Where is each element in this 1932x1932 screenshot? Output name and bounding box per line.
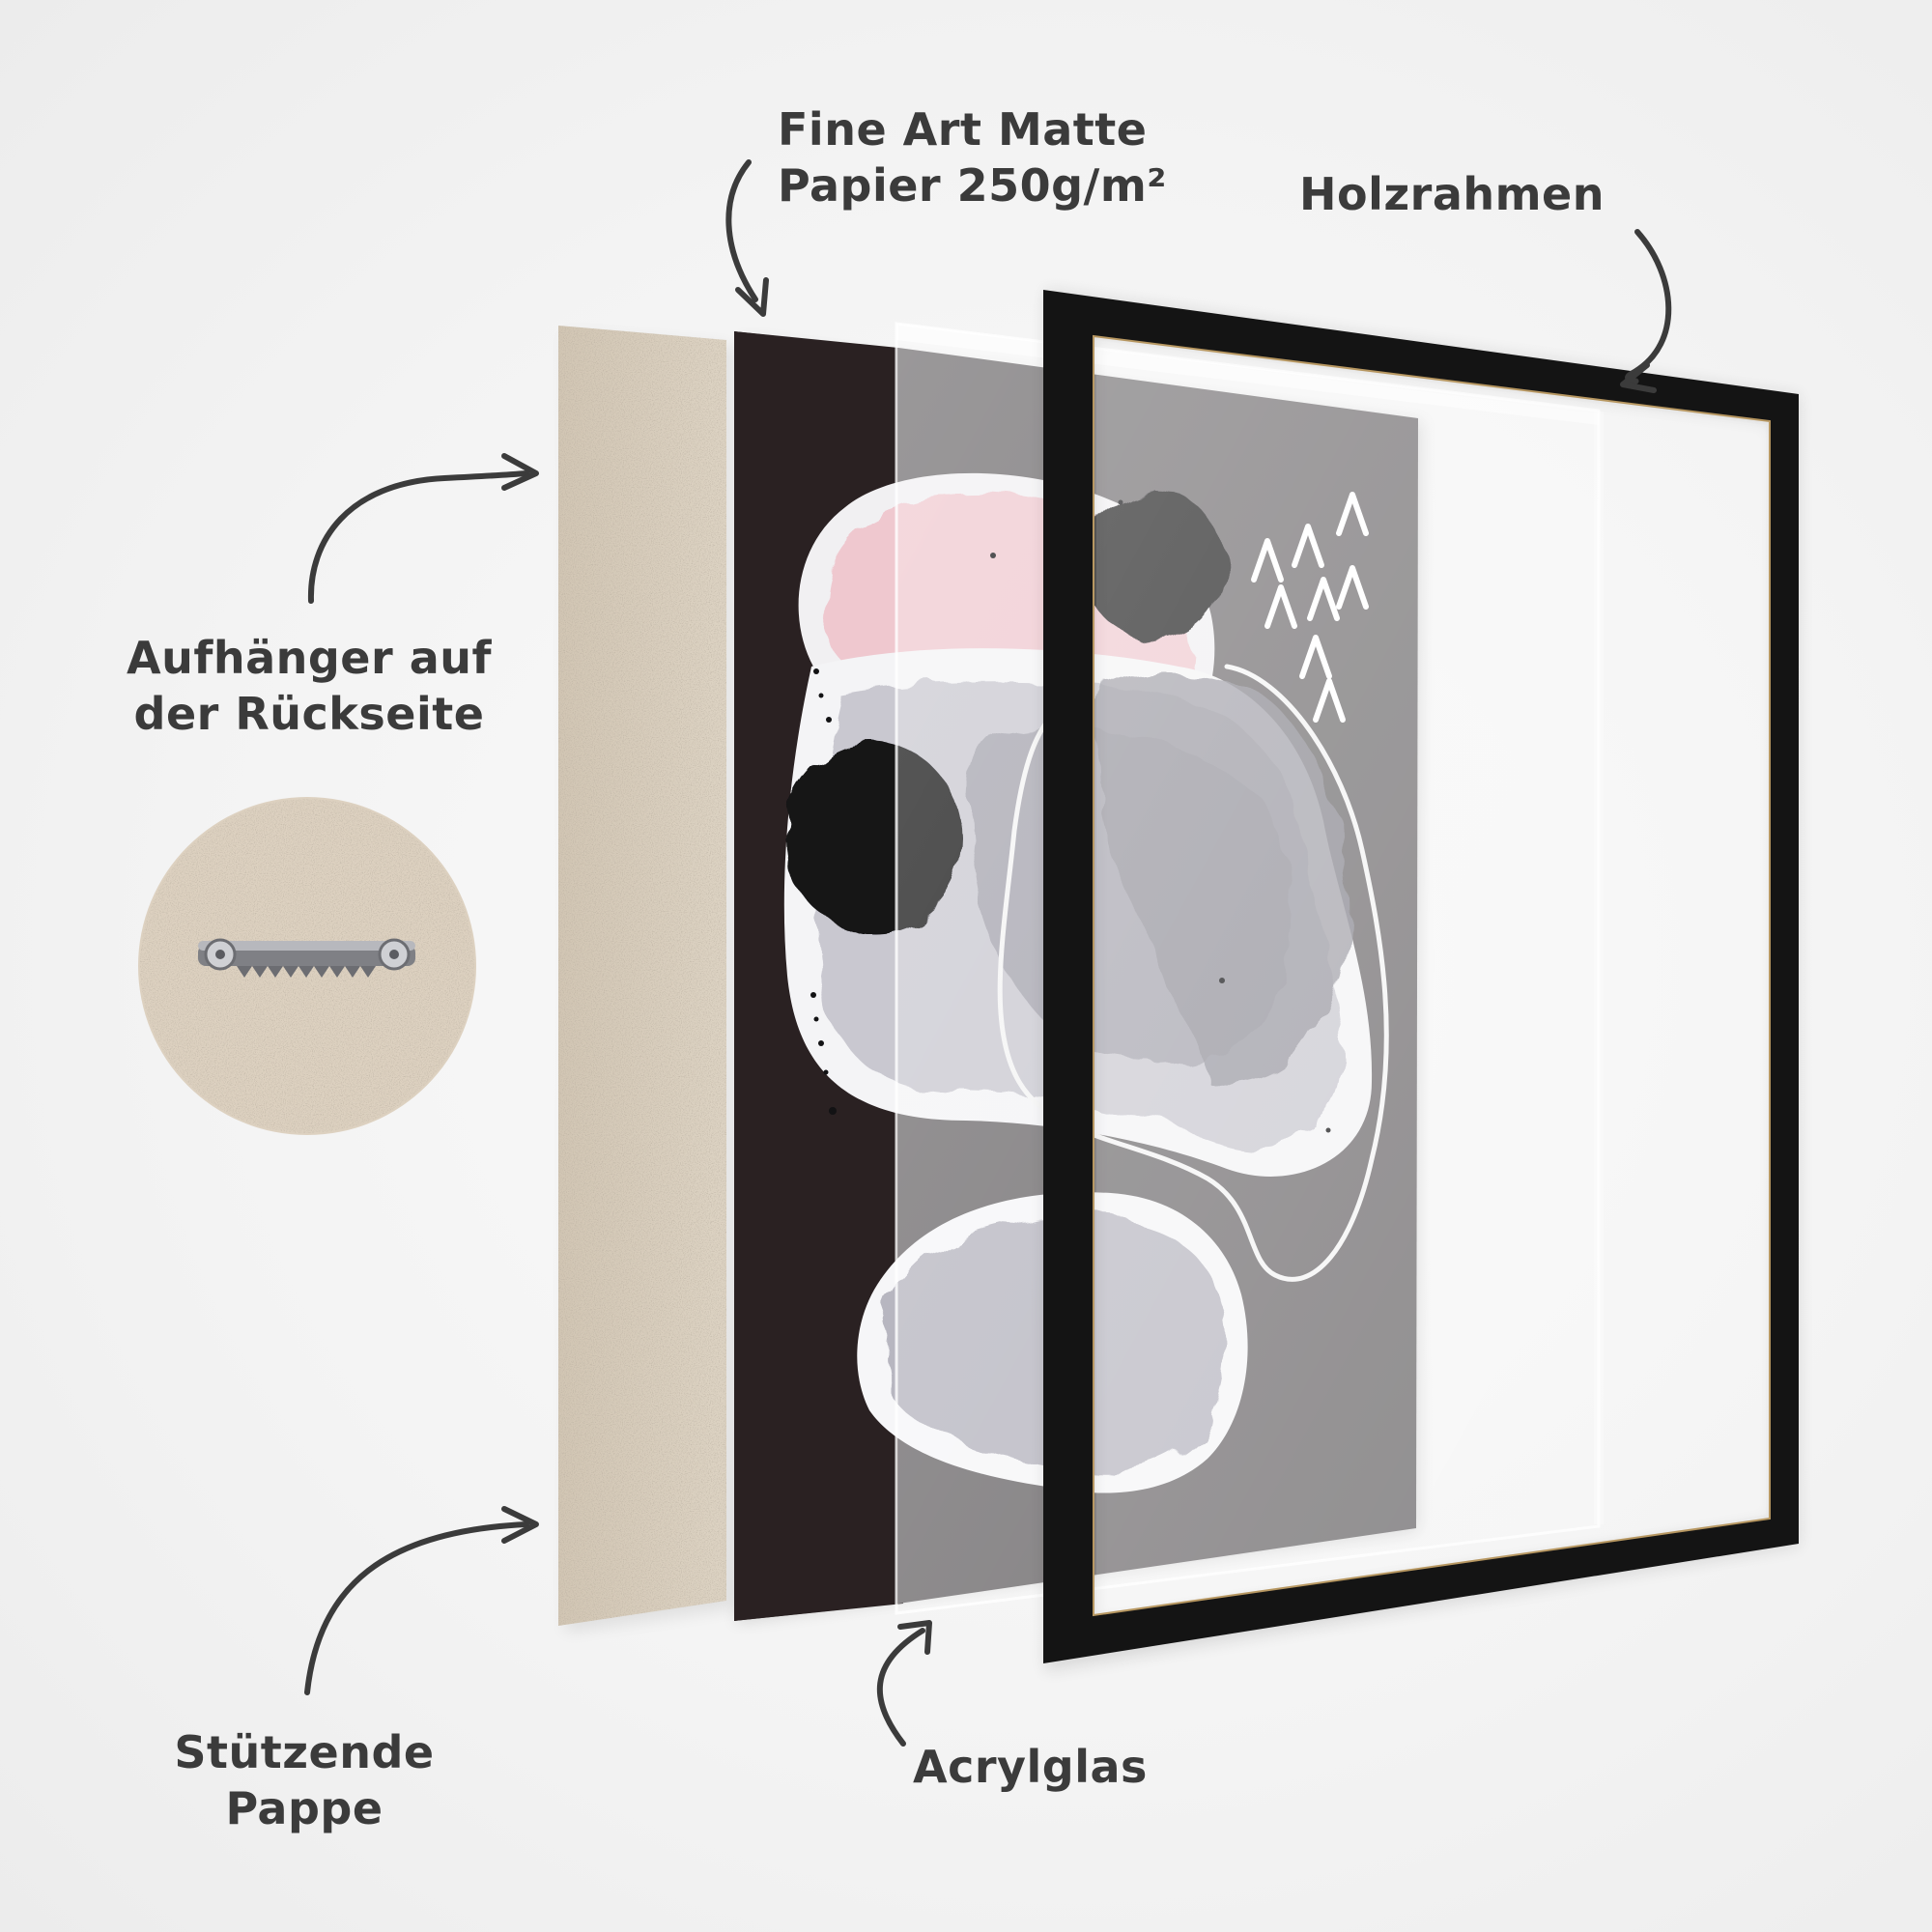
- curved-arrow-icon-hanger: [307, 453, 539, 604]
- label-backing-line2: Pappe: [225, 1782, 384, 1834]
- label-hanger-line2: der Rückseite: [133, 688, 485, 740]
- label-backing-line1: Stützende: [174, 1726, 435, 1778]
- sawtooth-hanger-icon: [198, 938, 415, 978]
- label-glass: Acrylglas: [913, 1739, 1203, 1795]
- label-hanger: Aufhänger auf der Rückseite: [97, 630, 522, 742]
- curved-arrow-icon-glass: [876, 1620, 932, 1747]
- curved-arrow-icon-frame: [1620, 229, 1672, 393]
- label-frame: Holzrahmen: [1299, 166, 1628, 222]
- hanger-closeup: [138, 797, 476, 1135]
- label-hanger-line1: Aufhänger auf: [126, 632, 493, 684]
- label-paper-line1: Fine Art Matte: [778, 103, 1148, 156]
- label-paper: Fine Art Matte Papier 250g/m²: [778, 101, 1222, 213]
- label-backing: Stützende Pappe: [126, 1724, 483, 1836]
- label-glass-line1: Acrylglas: [913, 1741, 1148, 1793]
- backing-cardboard: [558, 326, 732, 1633]
- curved-arrow-icon-backing: [304, 1506, 539, 1695]
- curved-arrow-icon-paper: [725, 159, 769, 317]
- label-paper-line2: Papier 250g/m²: [778, 159, 1167, 212]
- label-frame-line1: Holzrahmen: [1299, 168, 1605, 220]
- wooden-frame: [1043, 290, 1799, 1671]
